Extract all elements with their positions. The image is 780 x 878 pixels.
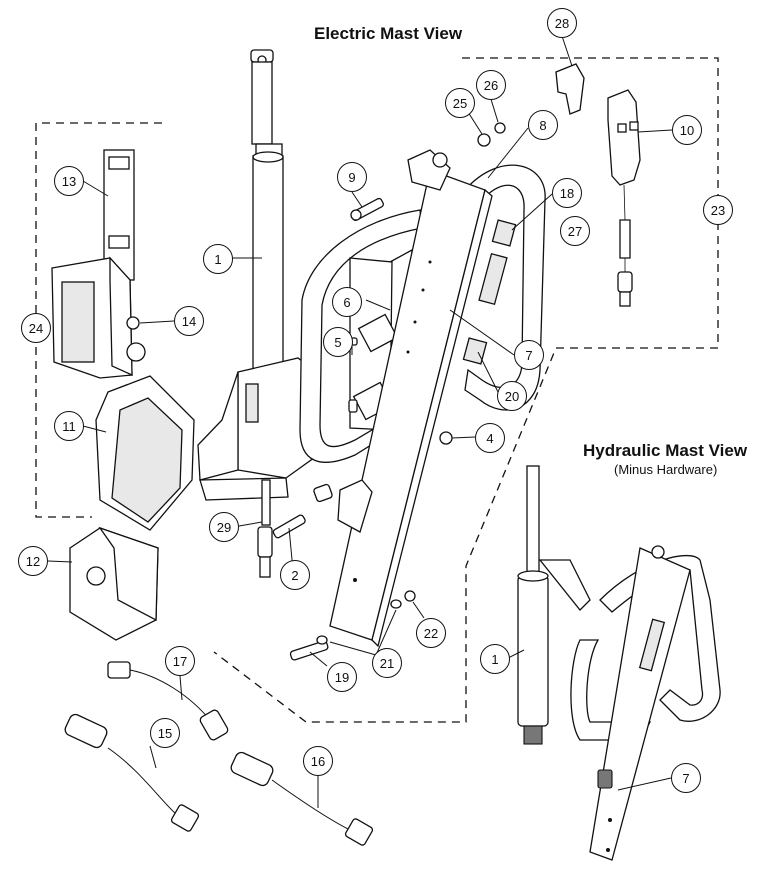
callout-27: 27	[560, 216, 590, 246]
power-cords	[64, 661, 374, 846]
callout-13: 13	[54, 166, 84, 196]
callout-6: 6	[332, 287, 362, 317]
callout-28: 28	[547, 8, 577, 38]
callout-20: 20	[497, 381, 527, 411]
battery-bracket	[103, 149, 135, 281]
callout-4: 4	[475, 423, 505, 453]
callout-23: 23	[703, 195, 733, 225]
callout-11: 11	[54, 411, 84, 441]
callout-15: 15	[150, 718, 180, 748]
electric-actuator	[197, 49, 319, 526]
callout-26: 26	[476, 70, 506, 100]
callout-1-hydraulic: 1	[480, 644, 510, 674]
callout-18: 18	[552, 178, 582, 208]
callout-10: 10	[672, 115, 702, 145]
callout-22: 22	[416, 618, 446, 648]
pendant-clip	[555, 63, 585, 115]
callout-7-hydraulic: 7	[671, 763, 701, 793]
electric-mast	[299, 149, 546, 648]
control-box	[51, 256, 146, 379]
callout-2: 2	[280, 560, 310, 590]
group-23-boundary	[213, 57, 719, 723]
callout-7-electric: 7	[514, 340, 544, 370]
callout-25: 25	[445, 88, 475, 118]
hydraulic-mast	[517, 465, 721, 861]
hydraulic-mast-title: Hydraulic Mast View	[583, 441, 748, 460]
pivot-pin	[257, 483, 333, 578]
callout-14: 14	[174, 306, 204, 336]
callout-24: 24	[21, 313, 51, 343]
callout-21: 21	[372, 648, 402, 678]
callout-9: 9	[337, 162, 367, 192]
electric-mast-title: Electric Mast View	[314, 24, 463, 43]
callout-16: 16	[303, 746, 333, 776]
callout-12: 12	[18, 546, 48, 576]
callout-29: 29	[209, 512, 239, 542]
callout-1-electric: 1	[203, 244, 233, 274]
charger	[69, 526, 159, 641]
callout-8: 8	[528, 110, 558, 140]
battery	[95, 375, 195, 531]
callout-5: 5	[323, 327, 353, 357]
hand-pendant	[607, 89, 641, 307]
callout-17: 17	[165, 646, 195, 676]
hydraulic-mast-subtitle: (Minus Hardware)	[614, 462, 718, 477]
callout-19: 19	[327, 662, 357, 692]
